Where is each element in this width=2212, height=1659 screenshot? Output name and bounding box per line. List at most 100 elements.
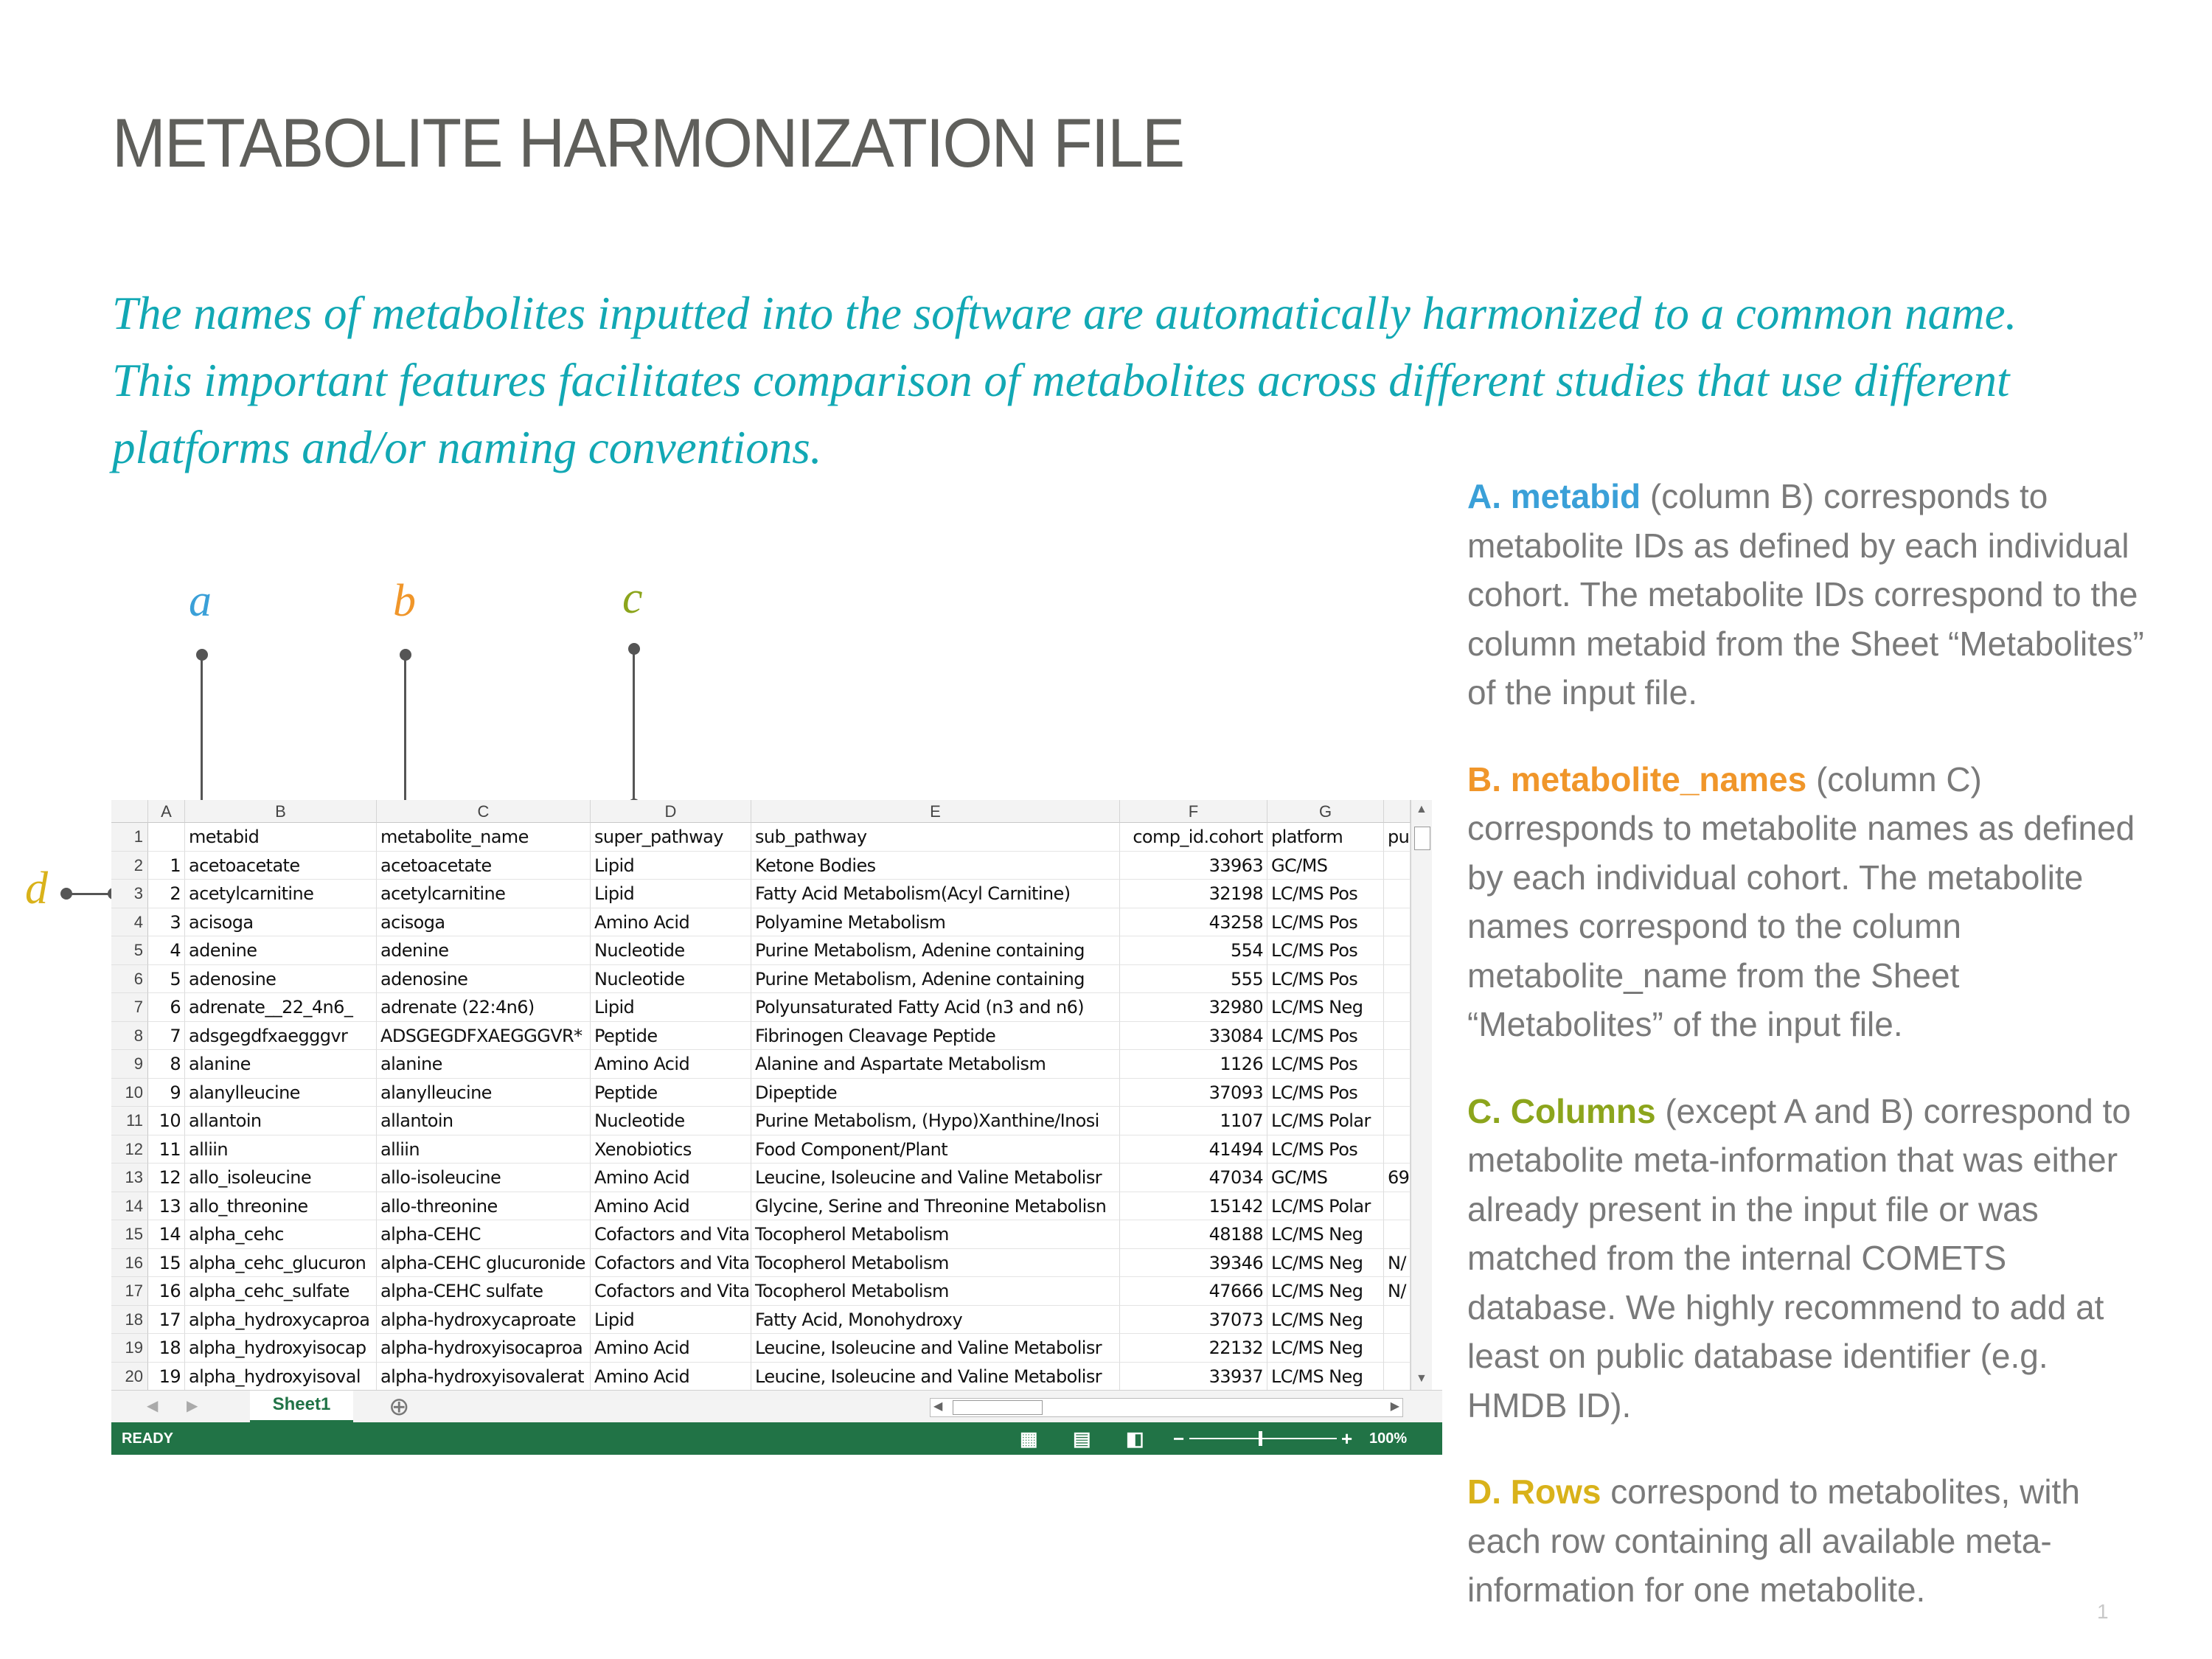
table-cell[interactable]: LC/MS Neg bbox=[1267, 993, 1384, 1022]
table-cell[interactable]: 11 bbox=[148, 1135, 185, 1164]
header-cell[interactable]: comp_id.cohort bbox=[1120, 823, 1267, 852]
table-cell[interactable]: Ketone Bodies bbox=[751, 851, 1120, 880]
table-cell[interactable]: LC/MS Neg bbox=[1267, 1334, 1384, 1363]
table-cell[interactable] bbox=[1384, 936, 1411, 965]
table-cell[interactable]: acisoga bbox=[377, 908, 591, 936]
table-cell[interactable]: alpha-CEHC bbox=[377, 1220, 591, 1249]
table-cell[interactable]: LC/MS Pos bbox=[1267, 964, 1384, 993]
row-header[interactable]: 17 bbox=[111, 1277, 148, 1306]
table-cell[interactable]: Dipeptide bbox=[751, 1078, 1120, 1107]
horizontal-scrollbar[interactable]: ◀ ▶ bbox=[930, 1398, 1403, 1417]
row-header[interactable]: 5 bbox=[111, 936, 148, 965]
table-cell[interactable]: alpha-CEHC sulfate bbox=[377, 1277, 591, 1306]
table-cell[interactable]: 2 bbox=[148, 880, 185, 908]
table-cell[interactable]: 10 bbox=[148, 1107, 185, 1135]
table-cell[interactable]: Cofactors and Vita bbox=[591, 1220, 751, 1249]
page-break-icon[interactable]: ◧ bbox=[1126, 1427, 1144, 1450]
row-header[interactable]: 8 bbox=[111, 1021, 148, 1050]
table-cell[interactable]: Glycine, Serine and Threonine Metabolisn bbox=[751, 1192, 1120, 1220]
table-cell[interactable]: alpha_cehc_sulfate bbox=[185, 1277, 377, 1306]
column-header-g[interactable]: G bbox=[1267, 800, 1384, 823]
row-header[interactable]: 20 bbox=[111, 1362, 148, 1390]
table-cell[interactable]: 33963 bbox=[1120, 851, 1267, 880]
table-cell[interactable]: Amino Acid bbox=[591, 1164, 751, 1192]
table-cell[interactable]: alliin bbox=[185, 1135, 377, 1164]
column-header-a[interactable]: A bbox=[148, 800, 185, 823]
header-cell[interactable]: metabolite_name bbox=[377, 823, 591, 852]
table-cell[interactable]: alpha-hydroxycaproate bbox=[377, 1305, 591, 1334]
table-cell[interactable]: Purine Metabolism, Adenine containing bbox=[751, 964, 1120, 993]
table-cell[interactable]: 1126 bbox=[1120, 1050, 1267, 1079]
table-cell[interactable]: 32980 bbox=[1120, 993, 1267, 1022]
table-cell[interactable]: 8 bbox=[148, 1050, 185, 1079]
table-cell[interactable]: Food Component/Plant bbox=[751, 1135, 1120, 1164]
header-cell[interactable]: sub_pathway bbox=[751, 823, 1120, 852]
table-cell[interactable]: LC/MS Neg bbox=[1267, 1362, 1384, 1390]
table-cell[interactable]: Leucine, Isoleucine and Valine Metabolis… bbox=[751, 1334, 1120, 1363]
row-header[interactable]: 1 bbox=[111, 823, 148, 852]
table-cell[interactable]: Tocopherol Metabolism bbox=[751, 1220, 1120, 1249]
scroll-down-icon[interactable]: ▼ bbox=[1416, 1372, 1427, 1385]
table-cell[interactable]: LC/MS Neg bbox=[1267, 1305, 1384, 1334]
table-cell[interactable]: Nucleotide bbox=[591, 936, 751, 965]
row-header[interactable]: 12 bbox=[111, 1135, 148, 1164]
table-cell[interactable]: alpha-hydroxyisovalerat bbox=[377, 1362, 591, 1390]
table-cell[interactable]: alpha-CEHC glucuronide bbox=[377, 1248, 591, 1277]
table-cell[interactable]: Lipid bbox=[591, 851, 751, 880]
table-cell[interactable]: adsgegdfxaegggvr bbox=[185, 1021, 377, 1050]
table-cell[interactable]: adenine bbox=[377, 936, 591, 965]
zoom-slider[interactable] bbox=[1189, 1438, 1337, 1439]
table-cell[interactable]: 7 bbox=[148, 1021, 185, 1050]
table-cell[interactable]: 22132 bbox=[1120, 1334, 1267, 1363]
table-cell[interactable] bbox=[1384, 880, 1411, 908]
table-cell[interactable] bbox=[1384, 851, 1411, 880]
table-cell[interactable]: LC/MS Neg bbox=[1267, 1248, 1384, 1277]
row-header[interactable]: 14 bbox=[111, 1192, 148, 1220]
tab-next-icon[interactable]: ▶ bbox=[187, 1398, 198, 1414]
table-cell[interactable]: 32198 bbox=[1120, 880, 1267, 908]
table-cell[interactable]: allo_isoleucine bbox=[185, 1164, 377, 1192]
table-cell[interactable]: acetylcarnitine bbox=[185, 880, 377, 908]
header-cell[interactable]: platform bbox=[1267, 823, 1384, 852]
scroll-thumb[interactable] bbox=[1414, 827, 1430, 850]
table-cell[interactable]: 5 bbox=[148, 964, 185, 993]
table-cell[interactable]: acisoga bbox=[185, 908, 377, 936]
table-cell[interactable]: Purine Metabolism, (Hypo)Xanthine/Inosi bbox=[751, 1107, 1120, 1135]
column-header-c[interactable]: C bbox=[377, 800, 591, 823]
table-cell[interactable]: 37093 bbox=[1120, 1078, 1267, 1107]
add-sheet-icon[interactable]: ⊕ bbox=[389, 1393, 410, 1421]
table-cell[interactable]: LC/MS Polar bbox=[1267, 1192, 1384, 1220]
table-cell[interactable]: 15 bbox=[148, 1248, 185, 1277]
vertical-scrollbar[interactable]: ▲ ▼ bbox=[1411, 800, 1432, 1390]
table-cell[interactable]: 555 bbox=[1120, 964, 1267, 993]
table-cell[interactable]: 19 bbox=[148, 1362, 185, 1390]
table-cell[interactable]: Polyunsaturated Fatty Acid (n3 and n6) bbox=[751, 993, 1120, 1022]
scroll-left-icon[interactable]: ◀ bbox=[933, 1400, 943, 1413]
scroll-up-icon[interactable]: ▲ bbox=[1416, 803, 1427, 815]
table-cell[interactable]: alpha_hydroxyisocap bbox=[185, 1334, 377, 1363]
table-cell[interactable]: acetoacetate bbox=[377, 851, 591, 880]
table-cell[interactable]: Purine Metabolism, Adenine containing bbox=[751, 936, 1120, 965]
table-cell[interactable]: alanylleucine bbox=[377, 1078, 591, 1107]
row-header[interactable]: 16 bbox=[111, 1248, 148, 1277]
table-cell[interactable]: alanine bbox=[185, 1050, 377, 1079]
table-cell[interactable]: adrenate (22:4n6) bbox=[377, 993, 591, 1022]
table-cell[interactable]: 3 bbox=[148, 908, 185, 936]
table-cell[interactable]: Leucine, Isoleucine and Valine Metabolis… bbox=[751, 1362, 1120, 1390]
table-cell[interactable]: Cofactors and Vita bbox=[591, 1248, 751, 1277]
table-cell[interactable]: LC/MS Pos bbox=[1267, 1050, 1384, 1079]
row-header[interactable]: 2 bbox=[111, 851, 148, 880]
table-cell[interactable]: LC/MS Neg bbox=[1267, 1277, 1384, 1306]
horizontal-scroll-thumb[interactable] bbox=[953, 1400, 1043, 1415]
table-cell[interactable]: 48188 bbox=[1120, 1220, 1267, 1249]
table-cell[interactable]: 43258 bbox=[1120, 908, 1267, 936]
tab-prev-icon[interactable]: ◀ bbox=[147, 1398, 159, 1414]
table-cell[interactable] bbox=[1384, 1362, 1411, 1390]
table-cell[interactable]: adenosine bbox=[185, 964, 377, 993]
table-cell[interactable]: allo-isoleucine bbox=[377, 1164, 591, 1192]
table-cell[interactable]: adenosine bbox=[377, 964, 591, 993]
table-cell[interactable]: Nucleotide bbox=[591, 1107, 751, 1135]
table-cell[interactable]: Amino Acid bbox=[591, 1050, 751, 1079]
table-cell[interactable]: Fatty Acid Metabolism(Acyl Carnitine) bbox=[751, 880, 1120, 908]
table-cell[interactable]: 47034 bbox=[1120, 1164, 1267, 1192]
